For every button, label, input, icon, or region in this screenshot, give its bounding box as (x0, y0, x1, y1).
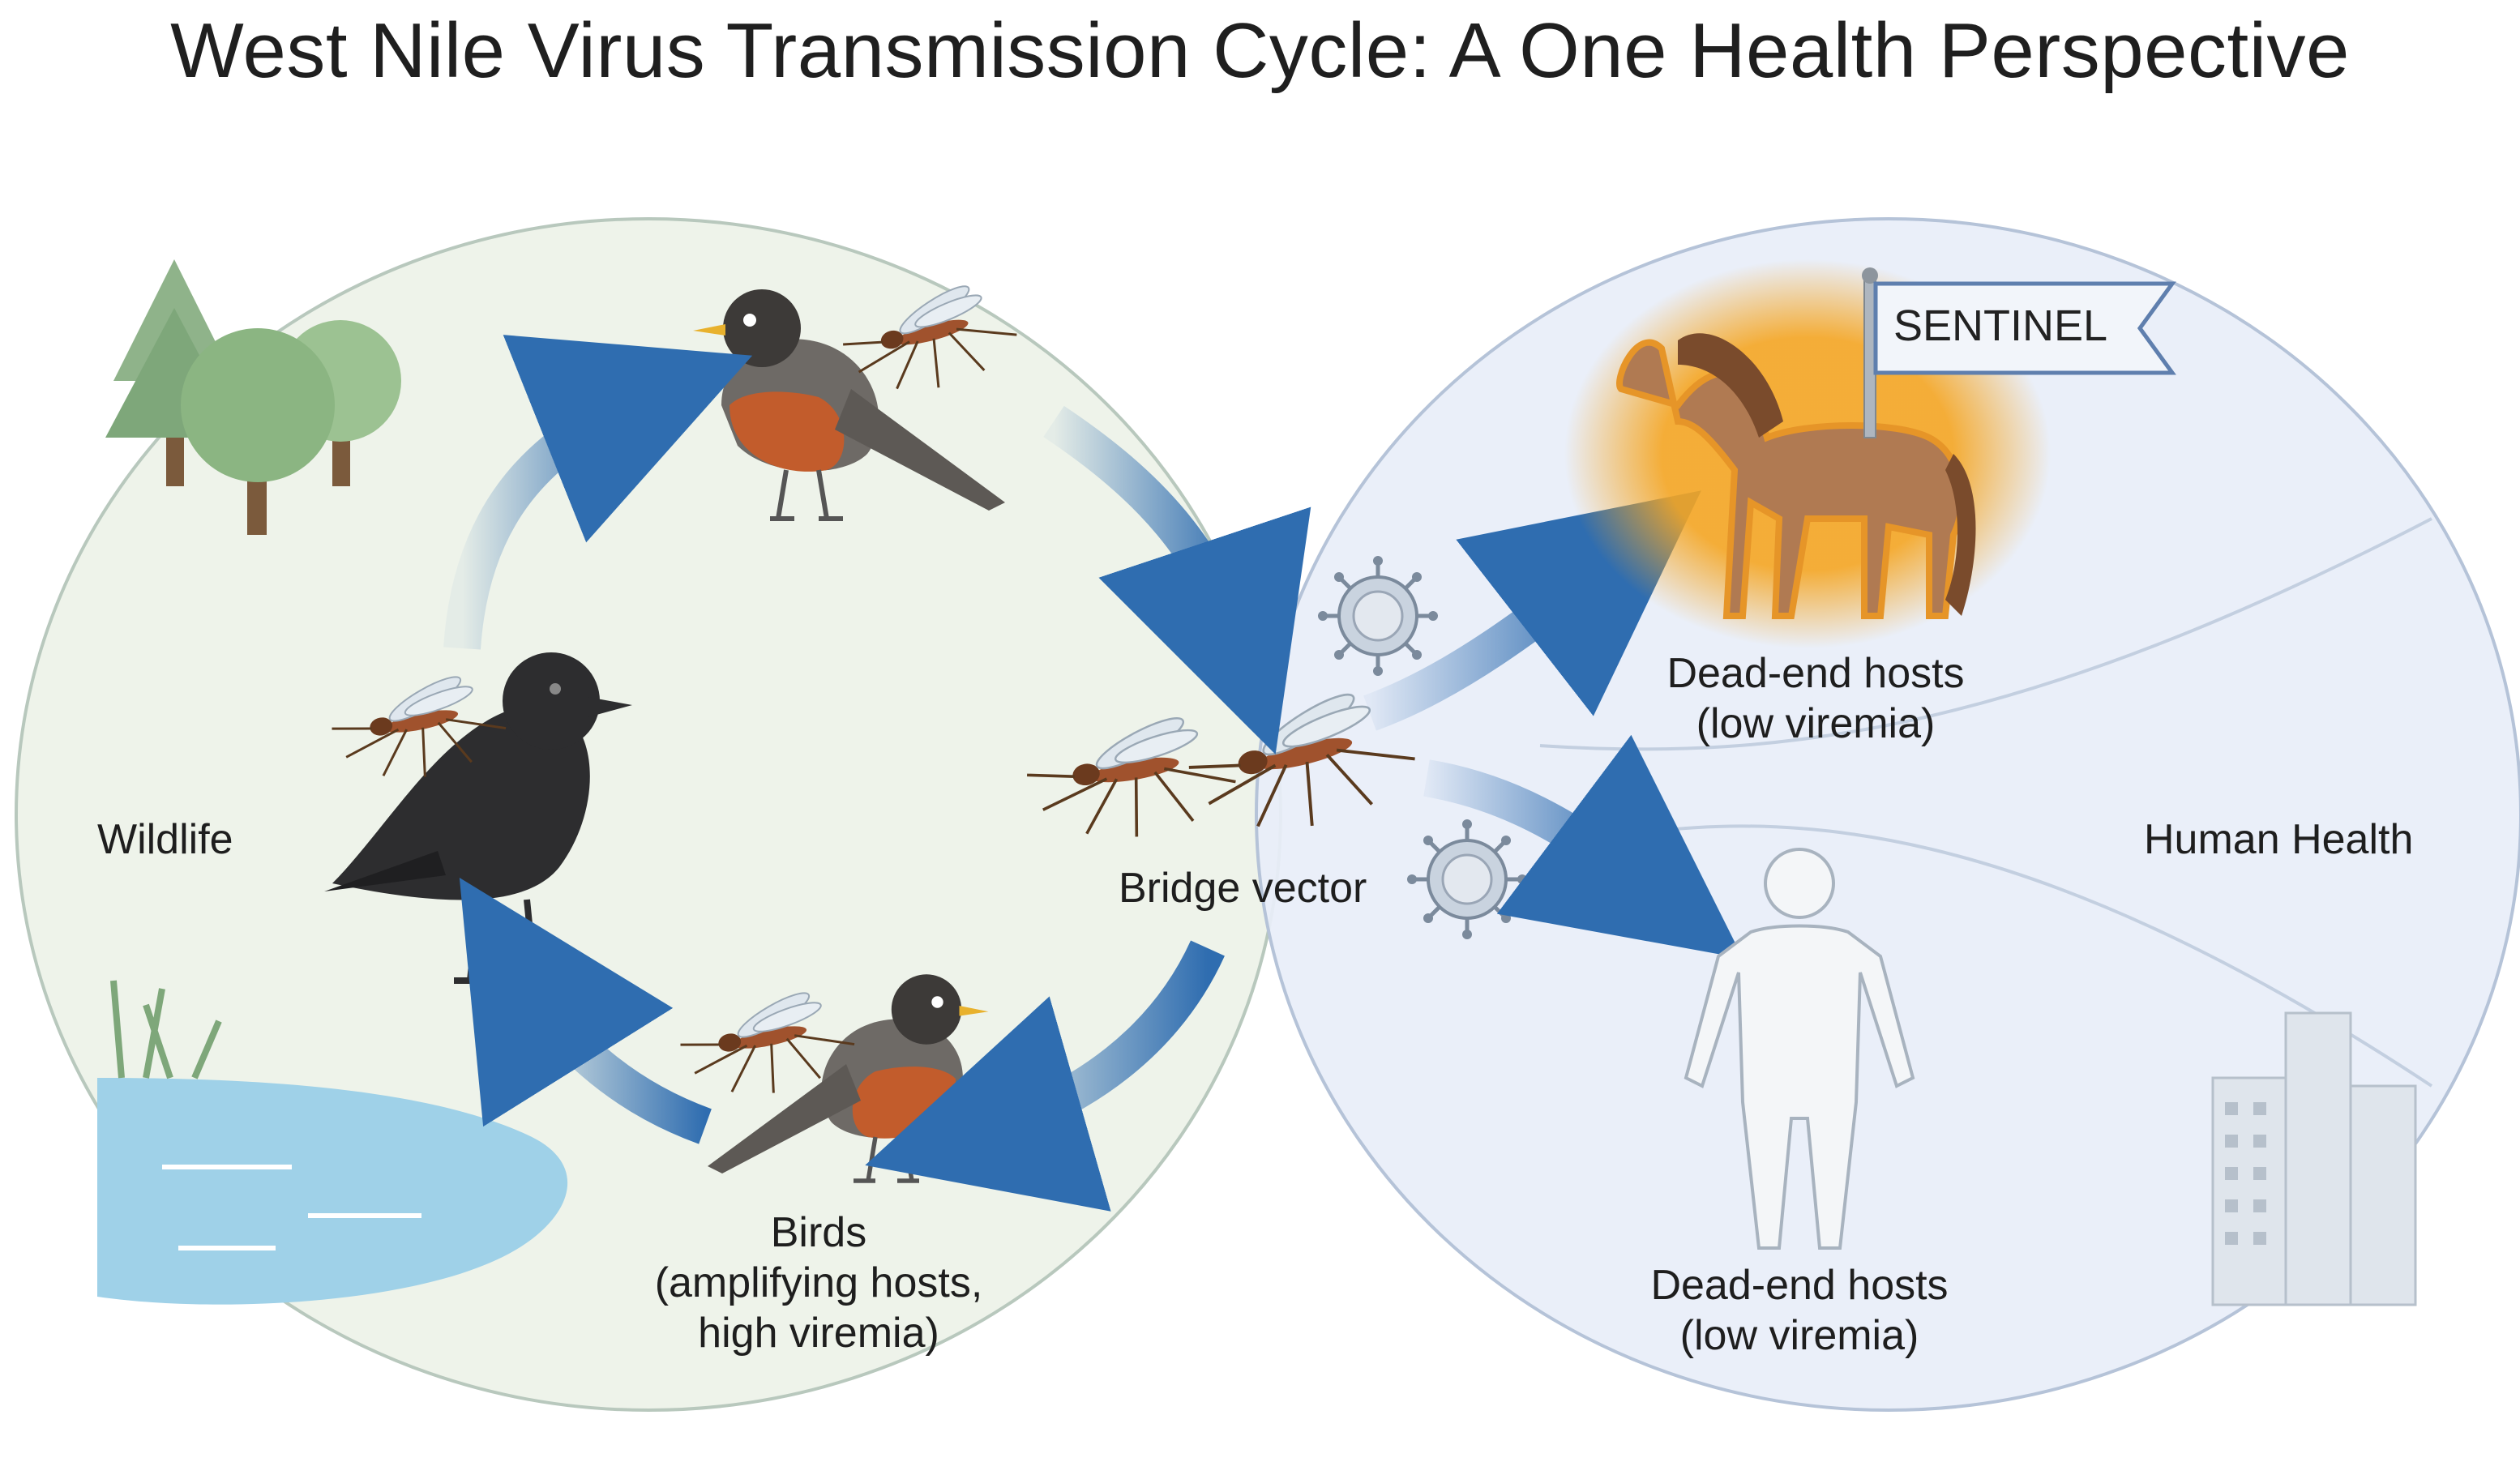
pond-icon (97, 980, 568, 1305)
birds-label-line-1: Birds (770, 1209, 867, 1256)
diagram-title: West Nile Virus Transmission Cycle: A On… (170, 7, 2350, 94)
arrow-bridge-to-human (1423, 734, 1743, 959)
human-icon (1684, 848, 1915, 1250)
human-health-label: Human Health (2144, 816, 2414, 863)
horse-hosts-label: Dead-end hosts (low viremia) (1621, 648, 2010, 749)
virus-icon-1 (1318, 556, 1438, 676)
birds-label-line-3: high viremia) (698, 1310, 939, 1357)
arrow-birds-to-crow (459, 877, 712, 1144)
human-hosts-line-2: (low viremia) (1679, 1312, 1919, 1359)
tree-icon (105, 259, 401, 535)
arrow-robin-to-bridge (1043, 405, 1311, 755)
virus-icon-2 (1407, 819, 1527, 939)
arrow-bridge-to-birds (865, 940, 1225, 1212)
crow-icon (324, 652, 632, 984)
human-hosts-line-1: Dead-end hosts (1650, 1262, 1949, 1309)
building-icon (2211, 1011, 2417, 1306)
sentinel-flag-label: SENTINEL (1893, 301, 2108, 350)
bridge-vector-label: Bridge vector (1119, 865, 1367, 912)
horse-hosts-line-1: Dead-end hosts (1666, 650, 1965, 697)
horse-icon (1616, 333, 1976, 619)
human-hosts-label: Dead-end hosts (low viremia) (1605, 1260, 1994, 1361)
birds-label-line-2: (amplifying hosts, (654, 1259, 983, 1306)
arrow-bridge-to-horse (1363, 490, 1701, 731)
wildlife-label: Wildlife (97, 816, 233, 863)
horse-hosts-line-2: (low viremia) (1696, 700, 1936, 747)
birds-label: Birds (amplifying hosts, high viremia) (624, 1208, 1013, 1358)
arrow-crow-to-robin (443, 335, 753, 650)
flag-icon (1862, 267, 2176, 438)
